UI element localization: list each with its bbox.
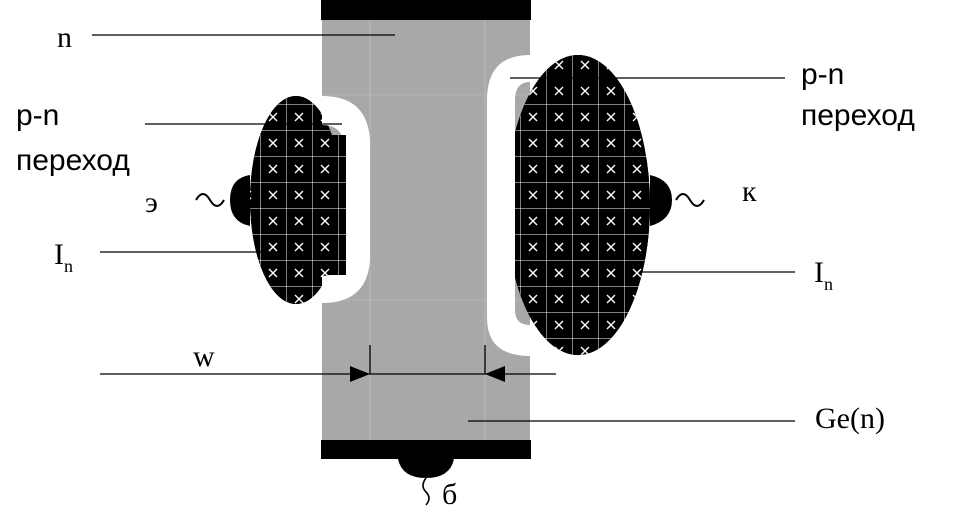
label-width: w <box>193 340 215 373</box>
label-current-left: In <box>54 238 73 276</box>
current-left-subscript: n <box>64 256 73 276</box>
collector-junction <box>487 55 530 356</box>
collector-p-region <box>506 55 650 355</box>
label-pn-left-line2: переход <box>16 144 130 177</box>
label-n-region: n <box>57 21 72 54</box>
label-material: Ge(n) <box>815 402 885 435</box>
collector-lead-icon <box>650 175 705 226</box>
label-pn-left-line1: p-n <box>16 99 60 132</box>
label-base: б <box>442 478 458 511</box>
leader-lines <box>92 34 795 422</box>
current-right-symbol: I <box>814 256 824 289</box>
current-right-subscript: n <box>824 274 833 294</box>
label-current-right: In <box>814 256 833 294</box>
label-emitter: э <box>145 186 158 219</box>
label-pn-right-line2: переход <box>801 99 915 132</box>
width-dimension <box>100 345 556 382</box>
top-contact <box>321 0 531 20</box>
bottom-contact <box>321 440 531 459</box>
label-pn-right-line1: p-n <box>801 58 845 91</box>
label-collector: к <box>742 175 757 208</box>
base-lead-icon <box>398 459 454 506</box>
current-left-symbol: I <box>54 238 64 271</box>
emitter-lead-icon <box>195 175 250 226</box>
